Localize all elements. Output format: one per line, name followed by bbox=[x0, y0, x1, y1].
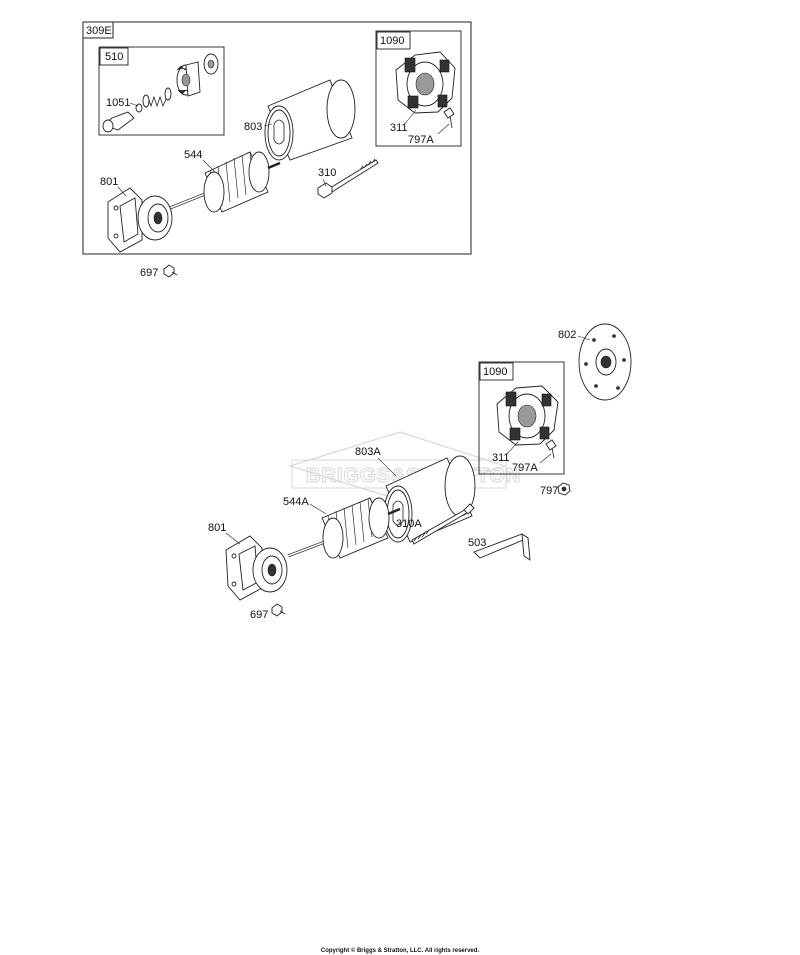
bracket-503-part bbox=[473, 533, 531, 561]
end-cap-801-bottom-part bbox=[225, 535, 288, 601]
kit-309e: 309E 510 1051 1090 bbox=[82, 21, 472, 255]
part-label-310[interactable]: 310 bbox=[318, 167, 336, 179]
part-label-803a[interactable]: 803A bbox=[355, 446, 381, 458]
drive-pinion-part bbox=[102, 53, 219, 133]
part-label-310a[interactable]: 310A bbox=[396, 518, 422, 530]
part-label-802[interactable]: 802 bbox=[558, 329, 576, 341]
part-label-801-bottom[interactable]: 801 bbox=[208, 522, 226, 534]
armature-544a-part bbox=[287, 497, 401, 559]
kit-1090-bottom-label[interactable]: 1090 bbox=[483, 366, 507, 378]
kit-309e-label[interactable]: 309E bbox=[86, 25, 112, 37]
part-label-697-top[interactable]: 697 bbox=[140, 267, 158, 279]
kit-510-label[interactable]: 510 bbox=[105, 51, 123, 63]
part-label-544[interactable]: 544 bbox=[184, 149, 202, 161]
through-bolt-310-part bbox=[317, 158, 379, 199]
part-label-797a-top[interactable]: 797A bbox=[408, 134, 434, 146]
part-label-1051[interactable]: 1051 bbox=[106, 97, 130, 109]
housing-803-part bbox=[264, 79, 356, 161]
part-label-697-bottom[interactable]: 697 bbox=[250, 609, 268, 621]
copyright-text: Copyright © Briggs & Stratton, LLC. All … bbox=[321, 947, 480, 954]
part-label-797[interactable]: 797 bbox=[540, 485, 558, 497]
armature-544-part bbox=[169, 151, 281, 213]
through-bolt-310a-part bbox=[411, 503, 475, 545]
part-label-311-bottom[interactable]: 311 bbox=[492, 452, 510, 464]
part-label-803[interactable]: 803 bbox=[244, 121, 262, 133]
brush-holder-bottom-part bbox=[496, 385, 559, 459]
kit-1090-bottom-frame bbox=[478, 361, 565, 475]
part-label-503[interactable]: 503 bbox=[468, 537, 486, 549]
kit-309e-frame bbox=[82, 21, 472, 255]
screw-697-bottom-part bbox=[271, 603, 286, 617]
screw-697-top-part bbox=[163, 264, 178, 278]
part-label-801-top[interactable]: 801 bbox=[100, 176, 118, 188]
part-label-544a[interactable]: 544A bbox=[283, 496, 309, 508]
nut-797-part bbox=[557, 482, 571, 496]
brush-holder-top-part bbox=[395, 51, 456, 129]
end-cap-801-top-part bbox=[107, 187, 173, 253]
part-label-311-top[interactable]: 311 bbox=[390, 122, 408, 134]
kit-510-frame bbox=[98, 46, 225, 136]
kit-1090-top-frame bbox=[375, 30, 462, 147]
kit-1090-top-label[interactable]: 1090 bbox=[380, 35, 404, 47]
part-label-797a-bottom[interactable]: 797A bbox=[512, 462, 538, 474]
end-plate-802-part bbox=[578, 323, 632, 401]
